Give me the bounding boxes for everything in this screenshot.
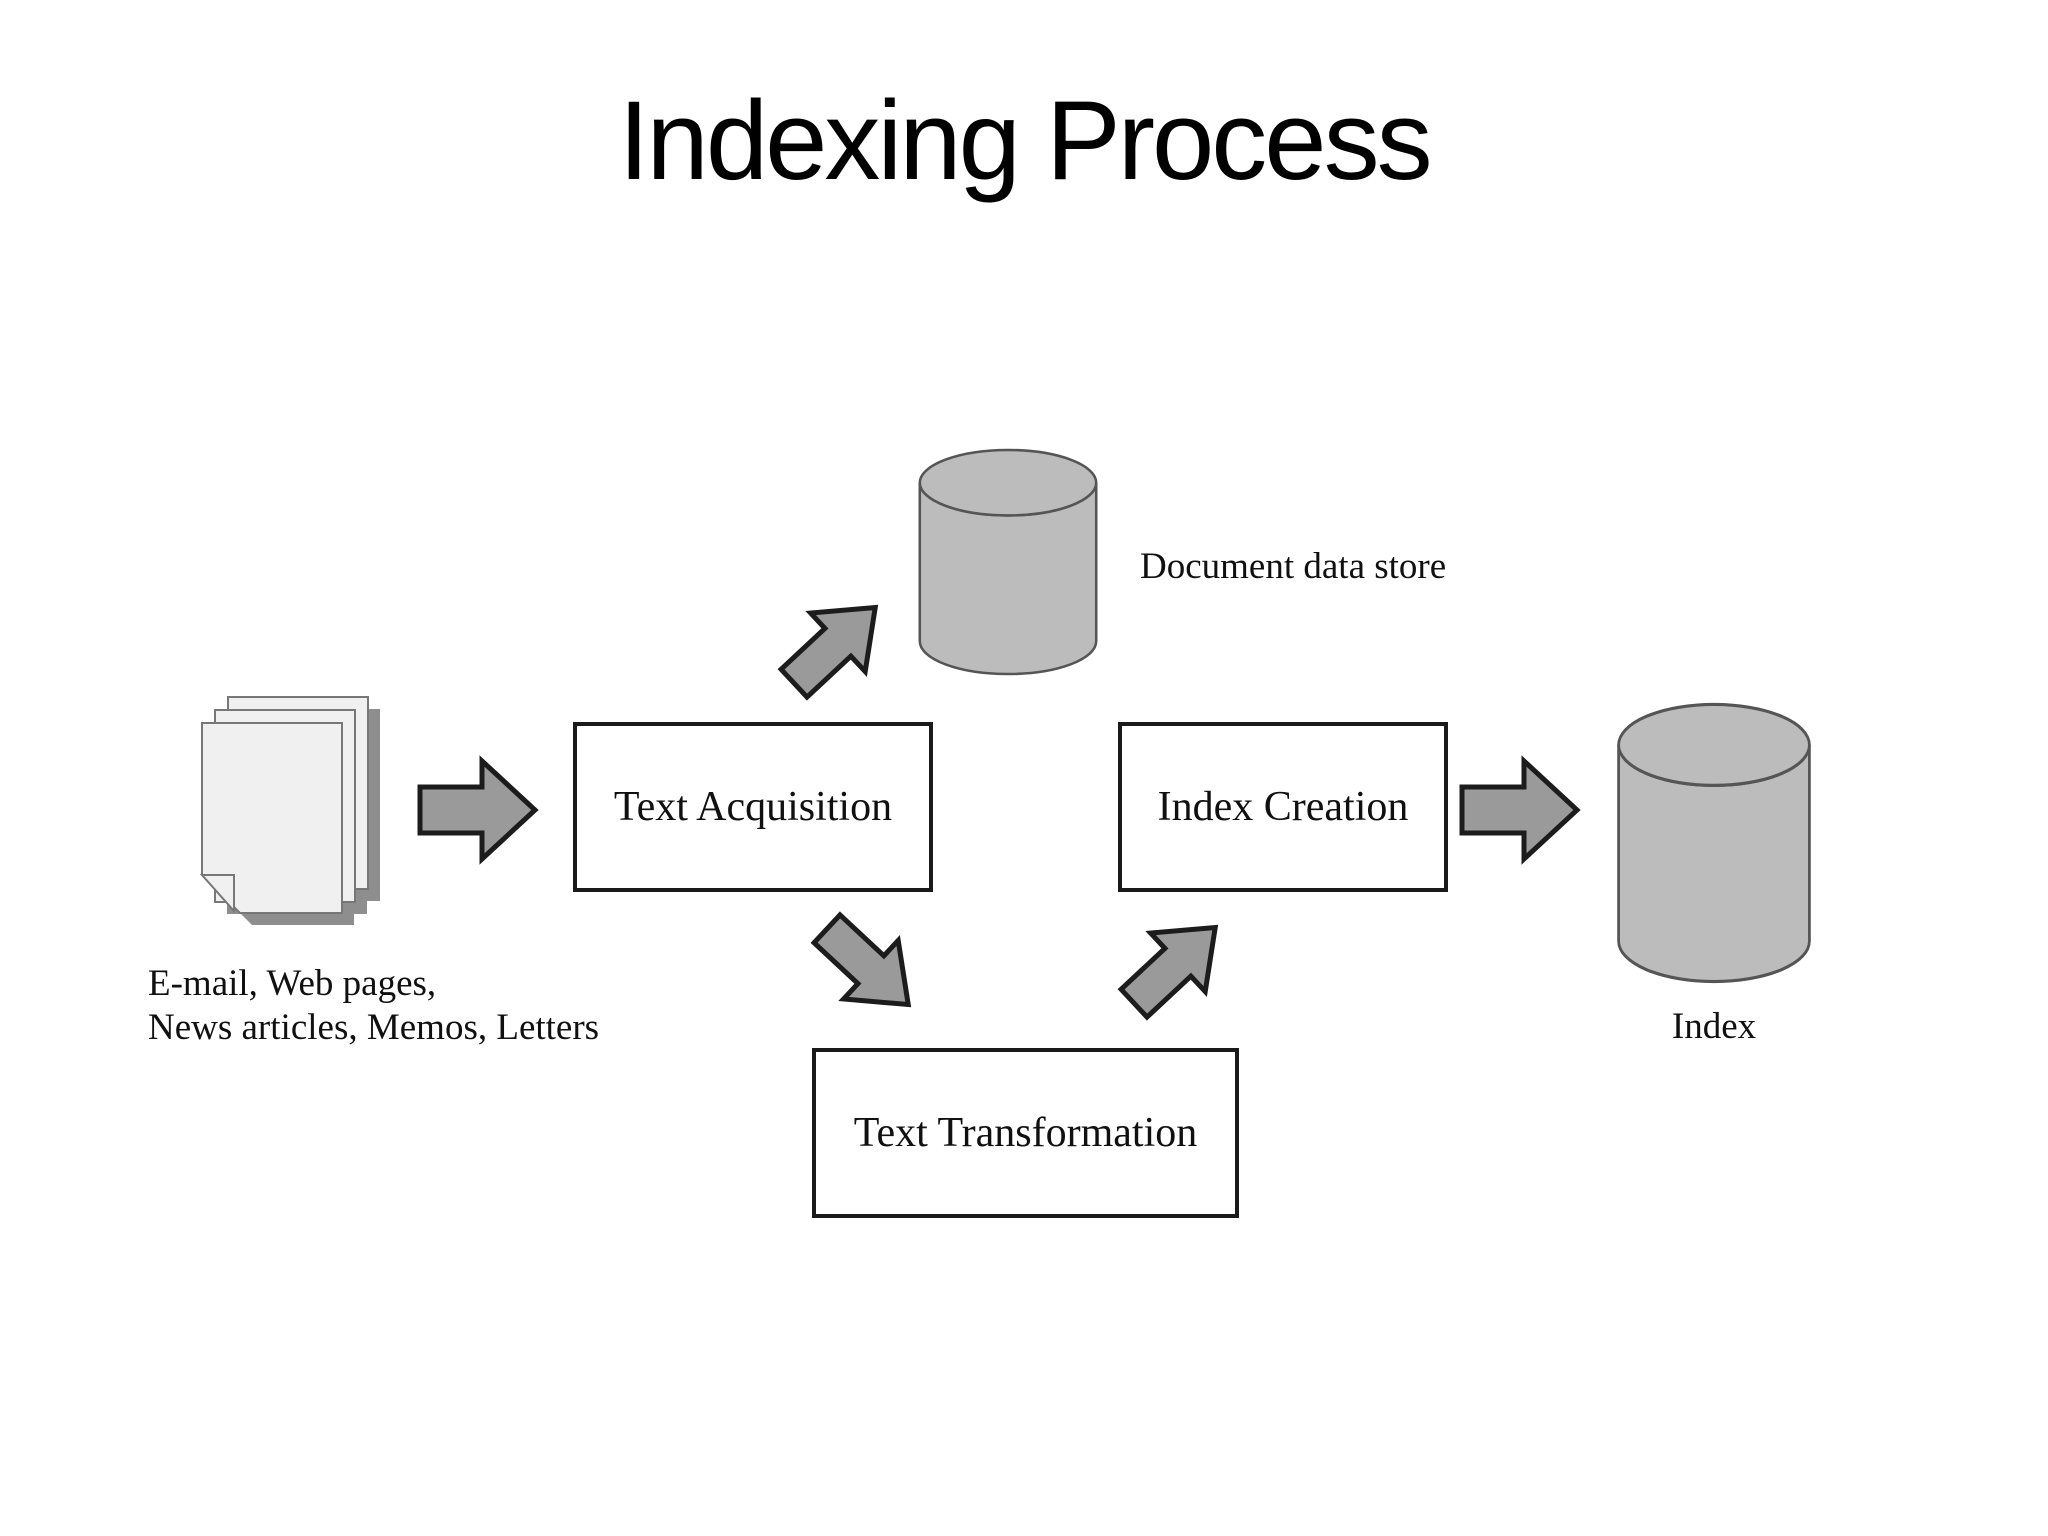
source-label-line2: News articles, Memos, Letters	[148, 1006, 600, 1048]
text-transformation-label: Text Transformation	[853, 1110, 1198, 1156]
document-data-store-label: Document data store	[1140, 546, 1447, 587]
document-data-store-icon	[910, 448, 1106, 676]
flow-arrow-right-icon-2	[1458, 755, 1582, 865]
text-transformation-box: Text Transformation	[812, 1048, 1239, 1218]
documents-icon	[182, 691, 417, 946]
source-label-line1: E-mail, Web pages,	[148, 963, 437, 1004]
index-creation-box: Index Creation	[1118, 722, 1448, 892]
flow-arrow-right-icon	[416, 755, 540, 865]
text-acquisition-box: Text Acquisition	[573, 722, 933, 892]
text-acquisition-label: Text Acquisition	[613, 784, 893, 830]
index-store-icon	[1608, 702, 1820, 984]
flow-arrow-up-right-icon	[760, 571, 909, 719]
index-store-label: Index	[1671, 1006, 1757, 1047]
flow-arrow-up-right-icon-2	[1100, 891, 1249, 1039]
page-title: Indexing Process	[618, 78, 1432, 203]
source-documents-label: E-mail, Web pages, News articles, Memos,…	[148, 962, 599, 1049]
flow-arrow-down-right-icon	[793, 893, 942, 1041]
index-creation-label: Index Creation	[1157, 784, 1409, 830]
